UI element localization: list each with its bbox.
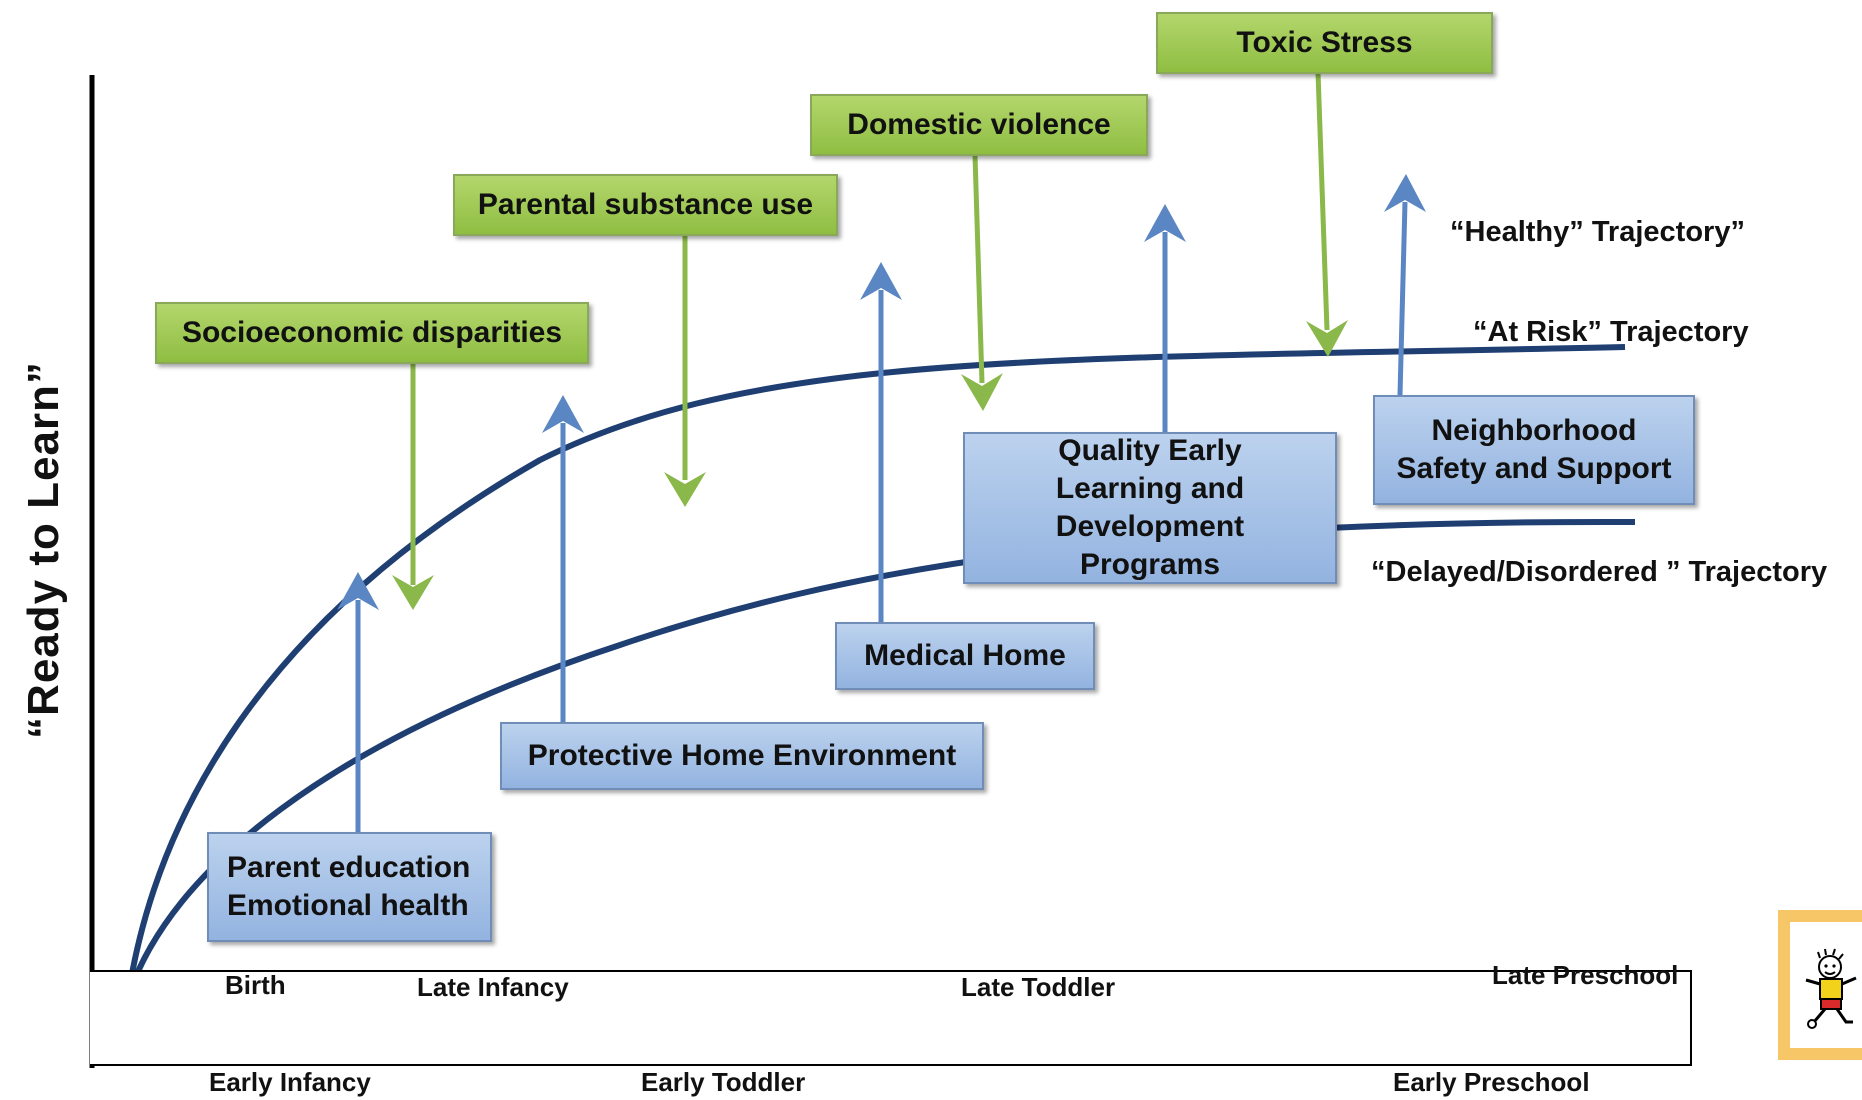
protective-box-early-learning: Quality Early Learning and Development P… xyxy=(963,432,1337,584)
protective-box-parent-education: Parent education Emotional health xyxy=(207,832,492,942)
stage-label-late-toddler: Late Toddler xyxy=(961,972,1116,1002)
risk-box-toxic: Toxic Stress xyxy=(1156,12,1493,74)
timeline-bar xyxy=(90,970,1692,1066)
protective-arrow-early-learning xyxy=(1144,204,1186,432)
risk-box-domestic: Domestic violence xyxy=(810,94,1148,156)
stage-label-early-infancy: Early Infancy xyxy=(209,1067,371,1097)
protective-label-parent-education: Parent education Emotional health xyxy=(227,851,471,922)
upper-trajectory-curve xyxy=(125,344,1626,998)
stage-label-early-toddler: Early Toddler xyxy=(641,1067,806,1097)
risk-arrow-domestic xyxy=(961,154,1003,411)
delayed-trajectory-label: “Delayed/Disordered ” Trajectory xyxy=(1371,556,1828,588)
stage-label-early-preschool: Early Preschool xyxy=(1393,1067,1590,1097)
risk-box-socioeconomic: Socioeconomic disparities xyxy=(155,302,589,364)
protective-box-medical-home: Medical Home xyxy=(835,622,1095,690)
protective-label-neighborhood: Neighborhood Safety and Support xyxy=(1396,414,1672,485)
stage-label-birth: Birth xyxy=(225,970,286,1000)
logo xyxy=(1778,910,1862,1060)
at-risk-trajectory-label: “At Risk” Trajectory xyxy=(1473,316,1749,348)
risk-arrow-substance xyxy=(664,236,706,507)
risk-arrow-toxic xyxy=(1306,71,1348,357)
protective-box-home-environment: Protective Home Environment xyxy=(500,722,984,790)
stage-label-late-infancy: Late Infancy xyxy=(417,972,569,1002)
y-axis-label: “Ready to Learn” xyxy=(19,361,68,739)
risk-box-substance: Parental substance use xyxy=(453,174,838,236)
protective-arrow-neighborhood xyxy=(1384,174,1426,396)
risk-arrow-socioeconomic xyxy=(392,362,434,610)
child-running-icon xyxy=(1790,922,1862,1048)
protective-arrow-parent-education xyxy=(337,572,379,832)
protective-arrow-home-environment xyxy=(542,395,584,722)
stage-label-late-preschool: Late Preschool xyxy=(1492,960,1679,990)
protective-box-neighborhood: Neighborhood Safety and Support xyxy=(1373,395,1695,505)
protective-arrow-medical-home xyxy=(860,262,902,622)
healthy-trajectory-label: “Healthy” Trajectory” xyxy=(1450,216,1745,248)
